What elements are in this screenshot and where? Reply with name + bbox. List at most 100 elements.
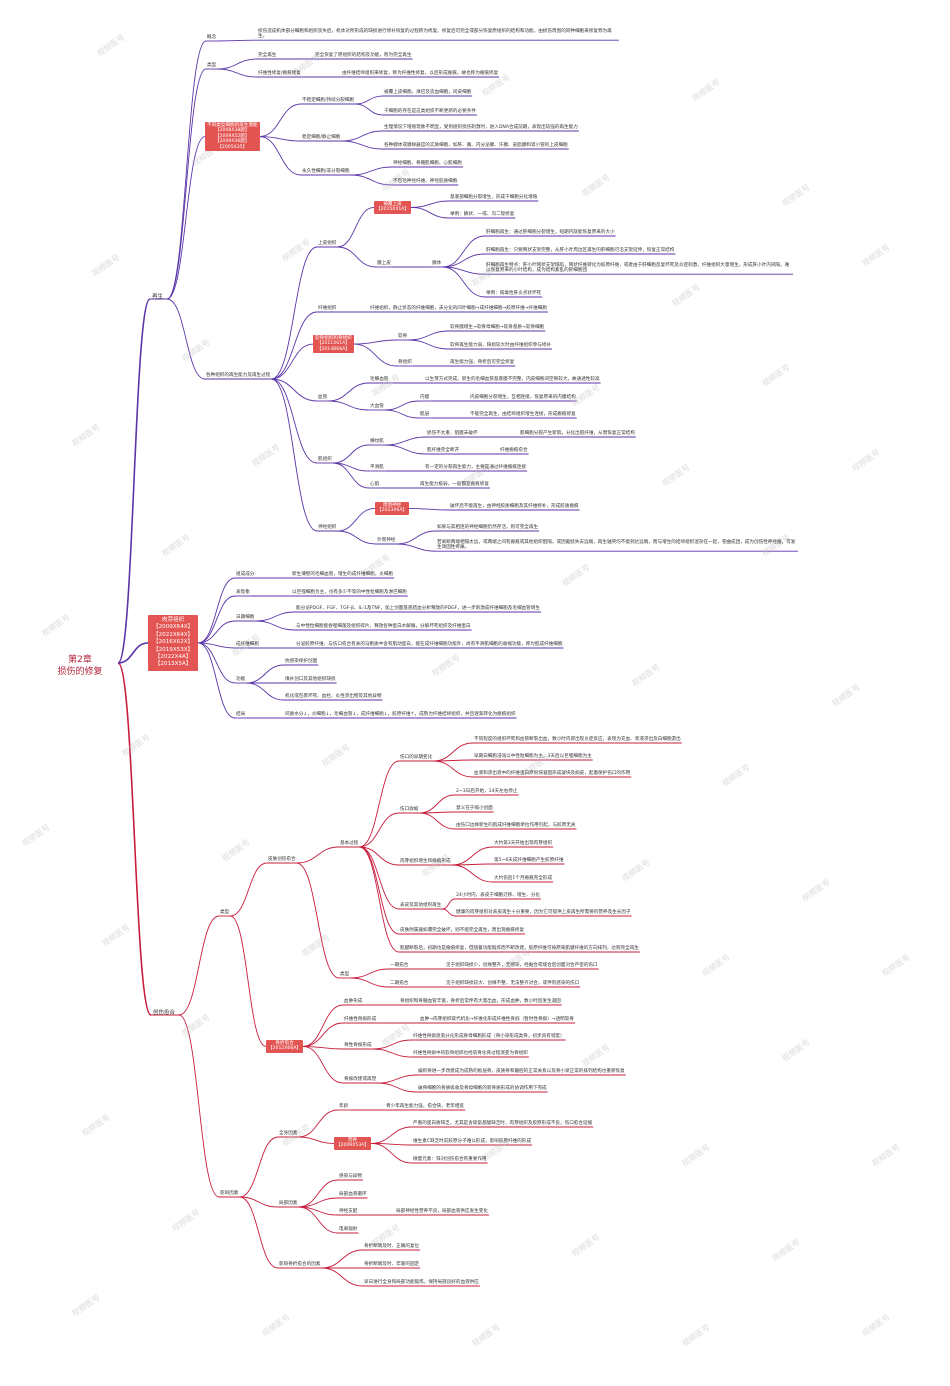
- connector-line: [372, 1048, 413, 1058]
- mindmap-node-g11: 皮肤创伤愈合: [268, 857, 296, 862]
- mindmap-node-m73: 早日进行全身和局部功能锻炼，保持局部良好的血液供应: [364, 1280, 479, 1285]
- mindmap-node-k2t: 血肿→肉芽组织取代机化→纤维化形成纤维性骨痂（暂时性骨痂）→透明软骨: [420, 1017, 574, 1022]
- mindmap-node-h23: 由伤口边缘新生的肌成纤维细胞牵拉作用引起，与胶原无关: [456, 823, 576, 828]
- mindmap-node-h42: 健康的肉芽组织对表皮再生十分重要，因为它可提供上皮再生所需要的营养及生长因子: [456, 910, 631, 915]
- mindmap-node-d421: 内膜: [420, 395, 430, 400]
- mindmap-node-m4: 局部血液循环: [339, 1192, 367, 1197]
- connector-line: [384, 409, 420, 419]
- mindmap-node-c21: 生理情况下增殖现象不明显，受到组织损伤刺激时，进入DNA合成前期，表现出较强的再…: [384, 125, 578, 130]
- mindmap-node-m5t: 局部神经性营养不良，局部血液供应发生变化: [396, 1209, 488, 1214]
- mindmap-node-h3: 肉芽组织增生和瘢痕形成: [400, 859, 451, 864]
- highlight-box-b1: 不同类型细胞的再生潜能 【2008X38题】 【2009X52题】 【2009X…: [205, 122, 260, 152]
- connector-line: [166, 40, 207, 300]
- mindmap-node-d311: 软骨膜增生→软骨母细胞→软骨基质→软骨细胞: [450, 325, 545, 330]
- mindmap-node-d422: 肌层: [420, 412, 430, 417]
- connector-line: [419, 812, 456, 830]
- connector-line: [337, 246, 377, 268]
- connector-line: [255, 620, 296, 631]
- mindmap-node-a1: 概念: [207, 35, 217, 40]
- mindmap-node-g21: 全身因素: [279, 1131, 298, 1136]
- connector-line: [303, 1045, 344, 1050]
- mindmap-node-f6t: 间质水分↓，炎细胞↓，毛细血管↓，成纤维细胞↓，胶原纤维↑，成熟为纤维结缔组织，…: [285, 712, 516, 717]
- mindmap-node-c2: 稳定细胞/静止细胞: [302, 135, 341, 140]
- mindmap-node-a21t: 完全恢复了原组织的结构及功能，称为完全再生: [315, 53, 412, 58]
- connector-line: [117, 642, 149, 664]
- mindmap-node-f5: 功能: [236, 677, 246, 682]
- mindmap-node-f2t: 以巨噬细胞为主，也有多少不等的中性粒细胞及淋巴细胞: [292, 590, 407, 595]
- highlight-box-b5: 肉芽组织 【2009X64X】 【2022X64X】 【2016X62X】 【2…: [148, 615, 199, 671]
- mindmap-node-a22t: 由纤维结缔组织来修复，称为纤维性修复，以后形成瘢痕，故也称为瘢痕修复: [342, 71, 499, 76]
- connector-line: [166, 136, 206, 300]
- connector-line: [271, 378, 318, 464]
- connector-line: [298, 1206, 339, 1234]
- connector-line: [371, 1142, 413, 1164]
- connector-line: [419, 794, 456, 814]
- mindmap-node-h4: 表皮及其他组织再生: [400, 903, 442, 908]
- connector-line: [350, 174, 393, 186]
- connector-line: [332, 444, 370, 464]
- connector-line: [384, 444, 427, 455]
- mindmap-node-h2: 伤口收缩: [400, 807, 419, 812]
- connector-line: [217, 58, 258, 70]
- branch-topic-cs: 创伤愈合: [153, 1010, 176, 1016]
- mindmap-node-a22: 纤维性修复/瘢痕修复: [258, 71, 301, 76]
- mindmap-node-h32: 第5~6天成纤维细胞产生胶原纤维: [494, 858, 564, 863]
- mindmap-node-d421t: 内皮细胞分裂增生，互相连接，恢复原来的内膜结构: [470, 395, 576, 400]
- mindmap-node-d621: 如果与其相连的神经细胞仍然存活，则可完全再生: [437, 525, 539, 530]
- mindmap-node-k3: 骨性骨痂形成: [344, 1043, 372, 1048]
- connector-line: [408, 339, 450, 350]
- connector-line: [178, 1014, 220, 1198]
- mindmap-node-d32t: 再生能力强，骨折后可完全修复: [450, 360, 515, 365]
- connector-line: [433, 742, 474, 762]
- mindmap-node-a1t: 损伤造成机体部分细胞和组织丧失后，机体对所形成的缺损进行修补恢复的过程称为修复。…: [258, 29, 612, 40]
- connector-line: [230, 862, 268, 917]
- connector-line: [198, 577, 236, 644]
- connector-line: [303, 1022, 344, 1047]
- connector-line: [442, 266, 486, 298]
- connector-line: [259, 136, 302, 176]
- highlight-box-b7: 营养 【2009X53A】: [334, 1137, 372, 1150]
- connector-line: [372, 1039, 413, 1050]
- mindmap-node-d121: 腺体: [432, 261, 442, 266]
- mindmap-node-h12: 早期白细胞浸润以中性粒细胞为主，3天后以巨噬细胞为主: [474, 754, 592, 759]
- connector-line: [166, 68, 207, 300]
- mindmap-node-f31: 能分泌PDGF、FGF、TGF-β、IL-1及TNF，加上创面基底结血分析释放的…: [296, 606, 540, 611]
- mindmap-node-d4: 血管: [318, 395, 328, 400]
- connector-line: [298, 1179, 339, 1208]
- mindmap-node-g23: 影响骨折愈合的因素: [279, 1262, 321, 1267]
- connector-line: [442, 235, 486, 268]
- mindmap-node-h22: 意义在于缩小创面: [456, 806, 493, 811]
- mindmap-node-f32: 与中性粒细胞能吞噬细菌及组织碎片，释放各种蛋白水解酶，分解坏死组织及纤维蛋白: [296, 624, 471, 629]
- mindmap-node-d53: 心肌: [370, 482, 380, 487]
- mindmap-node-g1: 类型: [220, 910, 230, 915]
- connector-line: [409, 507, 450, 511]
- mindmap-node-h5: 皮肤附属器如遭完全破坏，则不能完全再生，而出现瘢痕修复: [400, 928, 525, 933]
- mindmap-node-h1: 伤口的早期变化: [400, 755, 433, 760]
- mindmap-node-m1: 年龄: [339, 1104, 349, 1109]
- mindmap-node-d422t: 不能完全再生，由结缔组织增生连接，形成瘢痕修复: [470, 412, 576, 417]
- connector-line: [396, 543, 437, 552]
- connector-line: [350, 977, 390, 988]
- connector-line: [341, 140, 384, 150]
- connector-line: [337, 530, 377, 545]
- connector-line: [377, 1082, 418, 1093]
- connector-line: [198, 620, 236, 644]
- mindmap-node-h33: 大约伤后1个月瘢痕完全形成: [494, 876, 553, 881]
- connector-line: [259, 103, 302, 137]
- highlight-box-b4: 周围神经 【2023X6A】: [375, 502, 410, 515]
- mindmap-node-d1: 上皮组织: [318, 241, 337, 246]
- connector-line: [396, 530, 437, 545]
- connector-line: [350, 968, 390, 979]
- mindmap-node-a2: 类型: [207, 63, 217, 68]
- connector-line: [337, 507, 376, 532]
- mindmap-node-d2t: 纤维组织，静止状态的纤维细胞，未分化的间叶细胞→成纤维细胞→胶原纤维→纤维细胞: [370, 306, 547, 311]
- mindmap-node-e4: 举例：病毒性肝炎点状坏死: [486, 291, 542, 296]
- connector-line: [230, 915, 267, 1047]
- mindmap-node-m72: 骨折断端及时、牢靠的固定: [364, 1262, 420, 1267]
- connector-line: [271, 343, 314, 380]
- mindmap-node-h21: 2~3日后开始，14天左右停止: [456, 789, 518, 794]
- mindmap-node-d42: 大血管: [370, 404, 384, 409]
- connector-line: [350, 166, 393, 176]
- mindmap-node-h7t: 见于组织缺损少，创缘整齐，无感染，经黏合或缝合后创面对合严密的伤口: [446, 963, 598, 968]
- mindmap-node-h31: 大约第3天开始出现肉芽组织: [494, 841, 553, 846]
